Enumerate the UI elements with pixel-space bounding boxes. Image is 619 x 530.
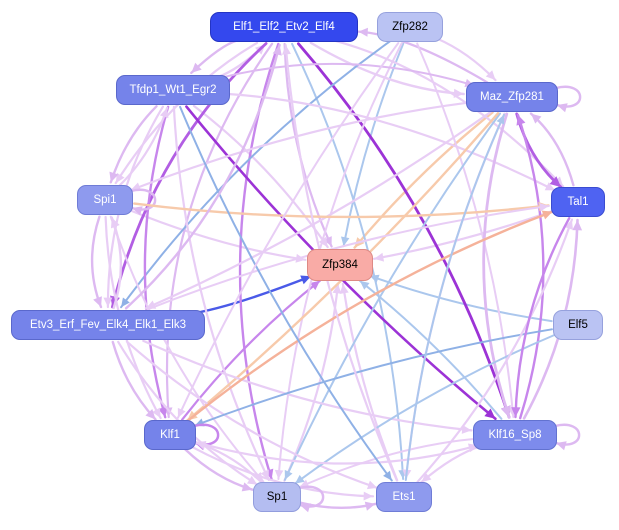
network-node-spi1[interactable]: Spi1 [77,185,133,215]
network-node-elf5[interactable]: Elf5 [553,310,603,340]
network-node-zfp282[interactable]: Zfp282 [377,12,443,42]
network-node-zfp384[interactable]: Zfp384 [307,249,373,281]
network-node-elf1-elf2-etv2-elf4[interactable]: Elf1_Elf2_Etv2_Elf4 [210,12,358,42]
network-node-klf1[interactable]: Klf1 [144,420,196,450]
network-node-klf16-sp8[interactable]: Klf16_Sp8 [473,420,557,450]
network-node-sp1[interactable]: Sp1 [253,482,301,512]
network-node-ets1[interactable]: Ets1 [376,482,432,512]
network-node-tfdp1-wt1-egr2[interactable]: Tfdp1_Wt1_Egr2 [116,75,230,105]
network-node-tal1[interactable]: Tal1 [551,187,605,217]
network-node-maz-zfp281[interactable]: Maz_Zfp281 [466,82,558,112]
network-node-etv3-erf-fev-elk4-elk1-elk3[interactable]: Etv3_Erf_Fev_Elk4_Elk1_Elk3 [11,310,205,340]
